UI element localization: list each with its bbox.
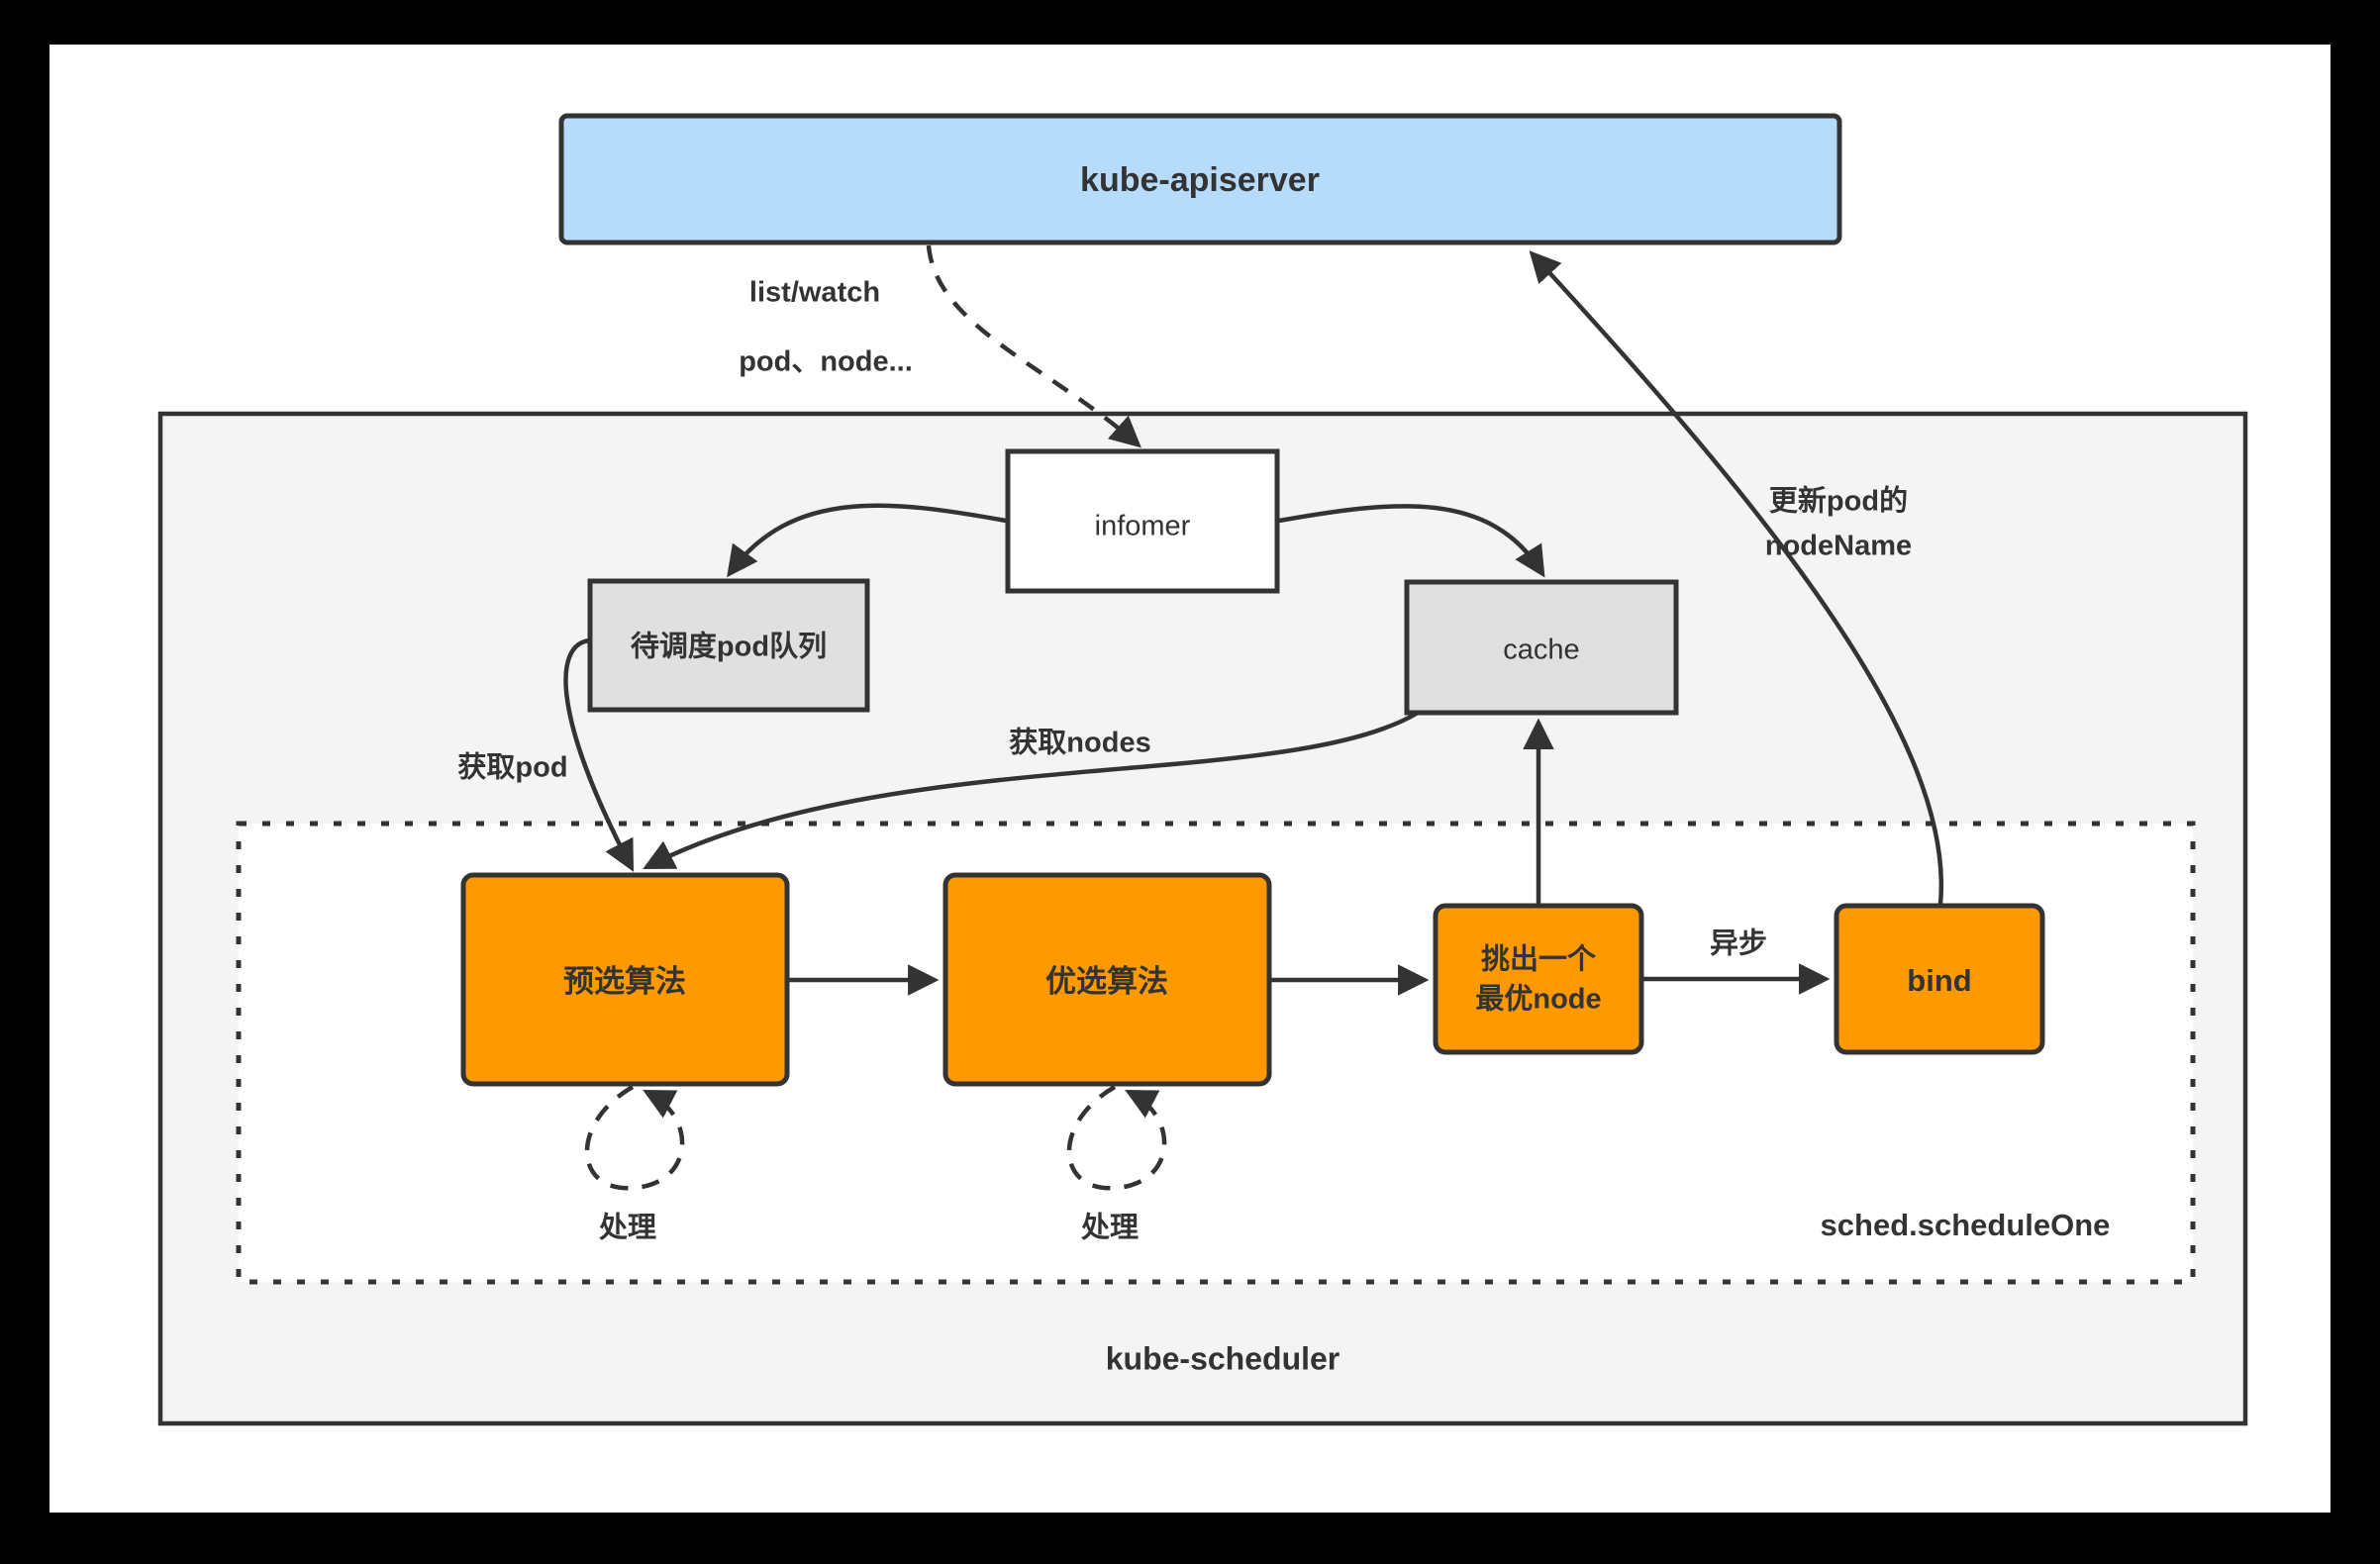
- edge-label-get-pod: 获取pod: [457, 751, 567, 784]
- pick-node-node[interactable]: 挑出一个 最优node: [1433, 903, 1644, 1055]
- edge-pod-queue-to-predicate: [563, 637, 635, 872]
- pick-node-rect[interactable]: [1433, 903, 1644, 1055]
- edge-cache-to-predicate: [643, 711, 1420, 869]
- predicate-label: 预选算法: [563, 964, 686, 999]
- edge-bind-to-apiserver: [1529, 250, 1944, 905]
- infomer-rect[interactable]: [1005, 448, 1280, 594]
- pick-node-label-line2: 最优node: [1475, 983, 1601, 1016]
- cache-label: cache: [1503, 635, 1579, 666]
- pod-queue-rect[interactable]: [587, 578, 870, 713]
- edge-infomer-to-pod-queue: [727, 503, 1007, 578]
- priority-node[interactable]: 优选算法: [942, 872, 1272, 1087]
- predicate-rect[interactable]: [460, 872, 790, 1087]
- edge-label-update-pod-2: nodeName: [1765, 531, 1912, 562]
- priority-rect[interactable]: [942, 872, 1272, 1087]
- pick-node-label-line1: 挑出一个: [1481, 943, 1597, 976]
- edge-label-list-watch: list/watch: [749, 277, 880, 309]
- edge-label-handle-2: 处理: [1080, 1212, 1139, 1244]
- infomer-node[interactable]: infomer: [1005, 448, 1280, 594]
- schedule-one-label: sched.scheduleOne: [1821, 1208, 2111, 1242]
- edge-label-pod-node: pod、node...: [739, 346, 913, 378]
- predicate-node[interactable]: 预选算法: [460, 872, 790, 1087]
- edge-apiserver-to-infomer: [926, 244, 1141, 448]
- edge-infomer-to-cache: [1278, 504, 1545, 578]
- pod-queue-label: 待调度pod队列: [631, 631, 827, 663]
- kube-apiserver-label: kube-apiserver: [1080, 161, 1320, 199]
- kube-scheduler-panel-label: kube-scheduler: [1106, 1340, 1340, 1376]
- edge-label-get-nodes: 获取nodes: [1009, 727, 1150, 759]
- priority-label: 优选算法: [1045, 964, 1168, 999]
- kube-apiserver-node[interactable]: kube-apiserver: [558, 113, 1842, 245]
- edge-label-update-pod-1: 更新pod的: [1769, 484, 1908, 518]
- edge-label-async: 异步: [1710, 928, 1767, 960]
- cache-node[interactable]: cache: [1404, 579, 1679, 716]
- edge-label-handle-1: 处理: [598, 1212, 656, 1244]
- bind-node[interactable]: bind: [1834, 903, 2045, 1055]
- infomer-label: infomer: [1095, 511, 1191, 542]
- cache-rect[interactable]: [1404, 579, 1679, 716]
- pod-queue-node[interactable]: 待调度pod队列: [587, 578, 870, 713]
- bind-label: bind: [1907, 963, 1971, 998]
- kube-apiserver-rect[interactable]: [558, 113, 1842, 245]
- bind-rect[interactable]: [1834, 903, 2045, 1055]
